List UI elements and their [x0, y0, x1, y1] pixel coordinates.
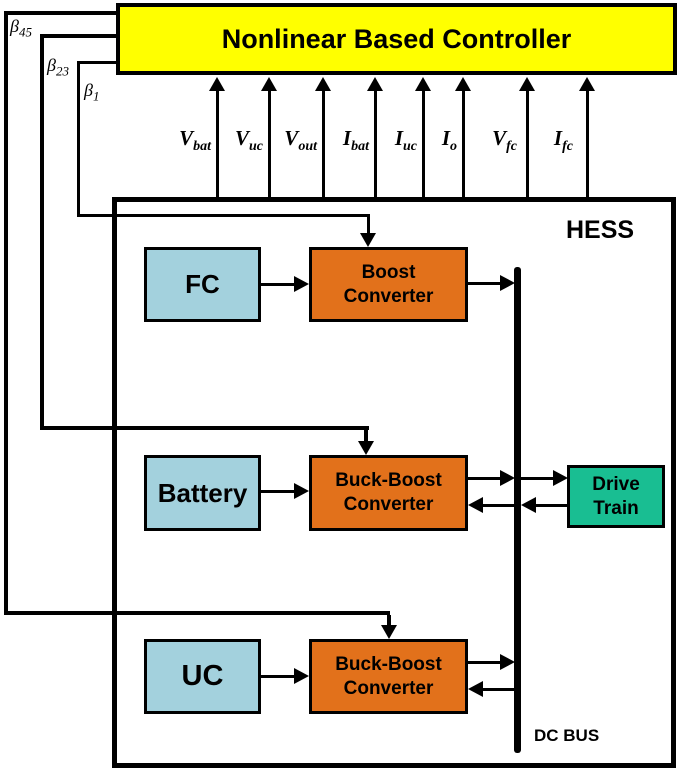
- fc-label: FC: [185, 269, 220, 300]
- uc-to-buckboost-line: [261, 675, 295, 678]
- sensor-arrowhead-vfc-icon: [519, 77, 535, 91]
- ibat-label: Ibat: [342, 126, 369, 155]
- buckboost1-to-bus-arrowhead-icon: [500, 470, 515, 486]
- beta23-line-vertical: [40, 34, 44, 430]
- bus-to-drivetrain-line: [521, 477, 554, 480]
- uc-block: UC: [144, 639, 261, 714]
- uc-label: UC: [181, 660, 224, 693]
- buckboost2-to-bus-line: [468, 661, 501, 664]
- vout-label: Vout: [284, 126, 317, 155]
- bus-to-buckboost1-line: [482, 504, 515, 507]
- sensor-arrowhead-ibat-icon: [367, 77, 383, 91]
- beta45-line-bottom: [4, 611, 390, 615]
- beta23-line-top: [40, 34, 116, 38]
- drivetrain-to-bus-arrowhead-icon: [521, 497, 536, 513]
- hess-boundary-box: [112, 197, 676, 768]
- beta1-arrowhead-icon: [360, 233, 376, 247]
- drivetrain-to-bus-line: [535, 504, 567, 507]
- battery-block: Battery: [144, 455, 261, 531]
- bus-to-buckboost1-arrowhead-icon: [468, 497, 483, 513]
- battery-label: Battery: [157, 477, 248, 508]
- beta45-arrow-stem: [387, 615, 391, 627]
- fc-block: FC: [144, 247, 261, 322]
- sensor-arrow-vbat: [216, 88, 219, 197]
- io-label: Io: [441, 126, 457, 155]
- sensor-arrow-vout: [322, 88, 325, 197]
- beta23-arrowhead-icon: [358, 441, 374, 455]
- bus-to-drivetrain-arrowhead-icon: [553, 470, 568, 486]
- boost-to-bus-line: [468, 282, 501, 285]
- vbat-label: Vbat: [179, 126, 211, 155]
- sensor-arrowhead-vout-icon: [315, 77, 331, 91]
- ifc-label: Ifc: [553, 126, 573, 155]
- controller-title: Nonlinear Based Controller: [221, 23, 572, 54]
- sensor-arrowhead-ifc-icon: [579, 77, 595, 91]
- beta1-line-vertical: [77, 61, 80, 217]
- boost-to-bus-arrowhead-icon: [500, 275, 515, 291]
- beta45-line-vertical: [4, 11, 8, 615]
- battery-to-buckboost-line: [261, 490, 295, 493]
- nonlinear-controller-block: Nonlinear Based Controller: [116, 3, 677, 75]
- sensor-arrowhead-io-icon: [455, 77, 471, 91]
- beta1-label: β1: [84, 80, 100, 104]
- beta45-label: β45: [10, 16, 32, 40]
- sensor-arrow-ibat: [374, 88, 377, 197]
- fc-to-boost-line: [261, 283, 295, 286]
- beta45-line-top: [4, 11, 116, 15]
- uc-to-buckboost-arrowhead-icon: [294, 668, 309, 684]
- beta45-arrowhead-icon: [381, 625, 397, 639]
- bus-to-buckboost2-arrowhead-icon: [468, 681, 483, 697]
- hess-label: HESS: [566, 216, 635, 244]
- vfc-label: Vfc: [492, 126, 517, 155]
- beta23-arrow-stem: [364, 430, 368, 442]
- iuc-label: Iuc: [394, 126, 417, 155]
- beta1-arrow-stem: [367, 217, 370, 234]
- dc-bus-line: [514, 267, 521, 753]
- sensor-arrow-ifc: [586, 88, 589, 197]
- beta23-line-bottom: [40, 426, 369, 430]
- fc-to-boost-arrowhead-icon: [294, 276, 309, 292]
- sensor-arrow-vuc: [268, 88, 271, 197]
- beta23-label: β23: [47, 55, 69, 79]
- sensor-arrow-vfc: [526, 88, 529, 197]
- dc-bus-label: DC BUS: [534, 726, 600, 745]
- sensor-arrowhead-vuc-icon: [261, 77, 277, 91]
- sensor-arrowhead-vbat-icon: [209, 77, 225, 91]
- bus-to-buckboost2-line: [482, 688, 515, 691]
- battery-to-buckboost-arrowhead-icon: [294, 483, 309, 499]
- sensor-arrow-io: [462, 88, 465, 197]
- beta1-line-bottom: [77, 214, 370, 217]
- vuc-label: Vuc: [234, 126, 263, 155]
- buckboost2-to-bus-arrowhead-icon: [500, 654, 515, 670]
- sensor-arrowhead-iuc-icon: [415, 77, 431, 91]
- buckboost1-to-bus-line: [468, 477, 501, 480]
- beta1-line-top: [77, 61, 116, 64]
- sensor-arrow-iuc: [422, 88, 425, 197]
